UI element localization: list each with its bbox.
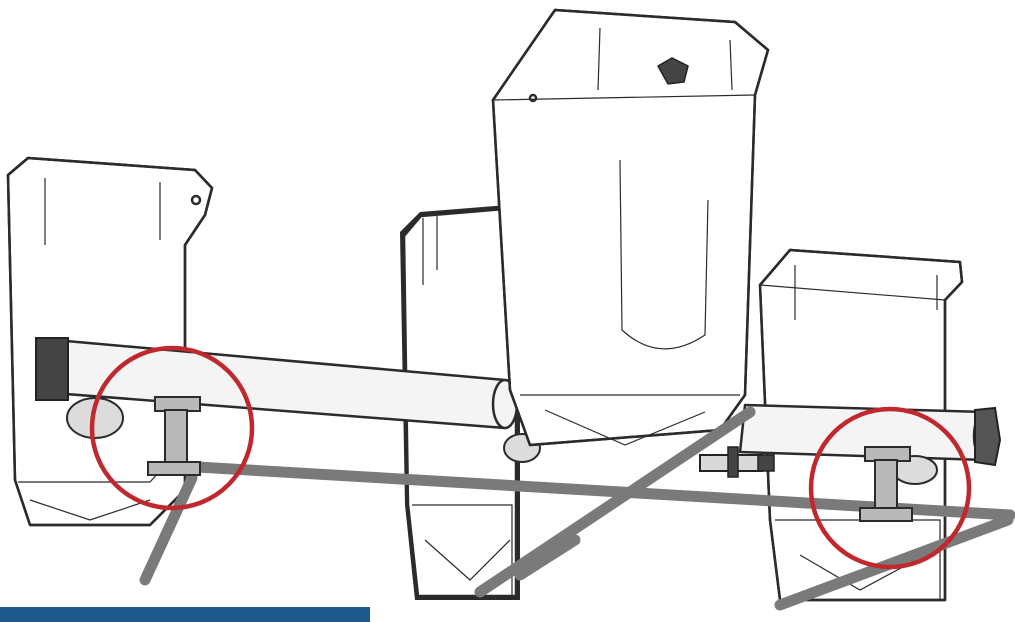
highlight-circle-left [89, 345, 255, 511]
top-fitting-icon [656, 57, 689, 85]
bucket-left [6, 156, 214, 527]
left-bucket-bulkhead [66, 397, 124, 439]
right-end-cap [974, 406, 1002, 467]
accent-bar [0, 607, 370, 622]
left-tee-fitting [147, 396, 201, 476]
right-tee-fitting [859, 446, 913, 522]
highlight-circle-right [808, 406, 972, 570]
ball-valve [699, 446, 775, 478]
bucket-front-tall [491, 8, 770, 447]
left-pipe-coupling [35, 337, 69, 401]
support-rods [139, 406, 1015, 611]
